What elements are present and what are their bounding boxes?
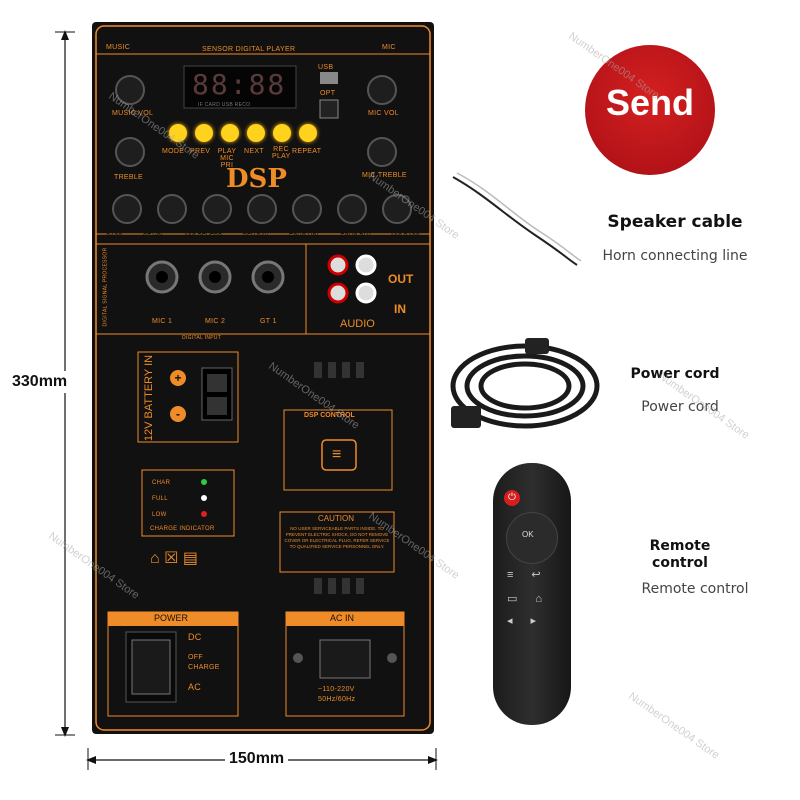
power-cord-image [450,338,600,429]
display-sub-label: IF CARD USB RECO [198,102,251,108]
mic-treble-label: MIC TREBLE [362,172,407,179]
ac-in-label: AC IN [330,613,355,623]
remote-buttons-row3: ◂▸ [507,615,555,627]
audio-label: AUDIO [340,318,375,330]
battery-minus: - [170,406,186,422]
power-cord-subtitle: Power cord [641,399,719,415]
gt1-label: GT 1 [260,318,277,325]
speaker-cable-title: Speaker cable [607,212,743,232]
power-cord-title: Power cord [630,366,720,382]
prev-button[interactable] [195,124,213,142]
mode-button[interactable] [169,124,187,142]
play-button[interactable] [221,124,239,142]
caution-body: NO USER SERVICEABLE PARTS INSIDE. TO PRE… [284,526,390,549]
power-switch[interactable] [224,652,244,682]
battery-label: 12V BATTERY IN [143,354,156,442]
echo-vol-label: ECHO VOL [289,234,321,240]
play-label: PLAY MIC PRI [217,148,237,169]
audio-out-label: OUT [388,272,414,286]
ac-freq-label: 50Hz/60Hz [318,696,356,703]
gt-vol-label: GT VOL [142,234,165,240]
remote-buttons-row1: ≡↩ [507,569,559,581]
usb-label: USB [318,64,334,71]
power-dc-label: DC [188,632,202,642]
power-off-label: OFF [188,654,203,661]
music-label: MUSIC [106,44,131,51]
repeat-button[interactable] [299,124,317,142]
audio-in-label: IN [394,302,406,316]
dsp-logo: DSP [226,164,287,194]
next-label: NEXT [244,148,264,155]
rec-play-label: REC PLAY [272,146,291,160]
ac-voltage-label: ~110-220V [318,686,355,693]
bass-label: BASS [106,234,123,240]
power-ac-label: AC [188,682,202,692]
speaker-cable-image [452,172,582,266]
height-dimension: 330mm [12,371,68,393]
prev-label: PREV [190,148,211,155]
remote-image [493,463,571,725]
remote-subtitle: Remote control [641,581,749,597]
side-text: DIGITAL SIGNAL PROCESSOR [102,247,109,327]
led-display: 88:88 [192,68,287,101]
power-charge-label: CHARGE [188,664,220,671]
mic-reverb-label: MIC REVERB [184,234,223,240]
remote-dpad [506,512,558,564]
rev-day-label: REV DAY [242,234,269,240]
low-label: LOW [152,512,167,518]
treble-label: TREBLE [114,174,144,181]
safety-icons: ⌂ ☒ ▤ [150,550,199,567]
char-label: CHAR [152,480,171,486]
opt-label: OPT [320,90,336,97]
repeat-label: REPEAT [292,148,322,155]
mic1-label: MIC 1 [152,318,173,325]
power-icon: ⏻ [504,490,520,506]
ok-icon: OK [522,530,534,539]
send-badge [585,45,715,175]
mic-label: MIC [382,44,396,51]
mode-label: MODE [162,148,185,155]
mic-vol-label: MIC VOL [368,110,399,117]
charge-indicator-label: CHARGE INDICATOR [150,526,215,532]
digital-input-label: DIGITAL INPUT [182,335,222,341]
battery-plus: + [170,370,186,386]
remote-buttons-row2: ▭⌂ [507,593,561,605]
panel-graphics [95,25,431,731]
echo-dly-label: ECHO DLY [340,234,371,240]
dsp-control-icon: ≡ [332,446,342,463]
mic-bass-label: MIC BASS [391,234,420,240]
speaker-cable-subtitle: Horn connecting line [602,248,748,264]
dsp-control-label: DSP CONTROL [304,412,355,419]
ac-socket[interactable] [324,644,366,674]
mic2-label: MIC 2 [205,318,226,325]
send-badge-text: Send [605,82,694,123]
width-dimension: 150mm [225,750,289,768]
next-button[interactable] [247,124,265,142]
caution-title: CAUTION [318,514,354,523]
power-label: POWER [154,613,189,623]
knob-row-labels: BASS GT VOL MIC REVERB REV DAY ECHO VOL … [96,234,430,240]
remote-title: Remote control [649,538,711,571]
amplifier-panel: MUSIC SENSOR DIGITAL PLAYER MIC 88:88 IF… [92,22,434,734]
player-label: SENSOR DIGITAL PLAYER [202,46,296,53]
music-vol-label: MUSIC VOL [112,110,154,117]
full-label: FULL [152,496,168,502]
rec-play-button[interactable] [273,124,291,142]
